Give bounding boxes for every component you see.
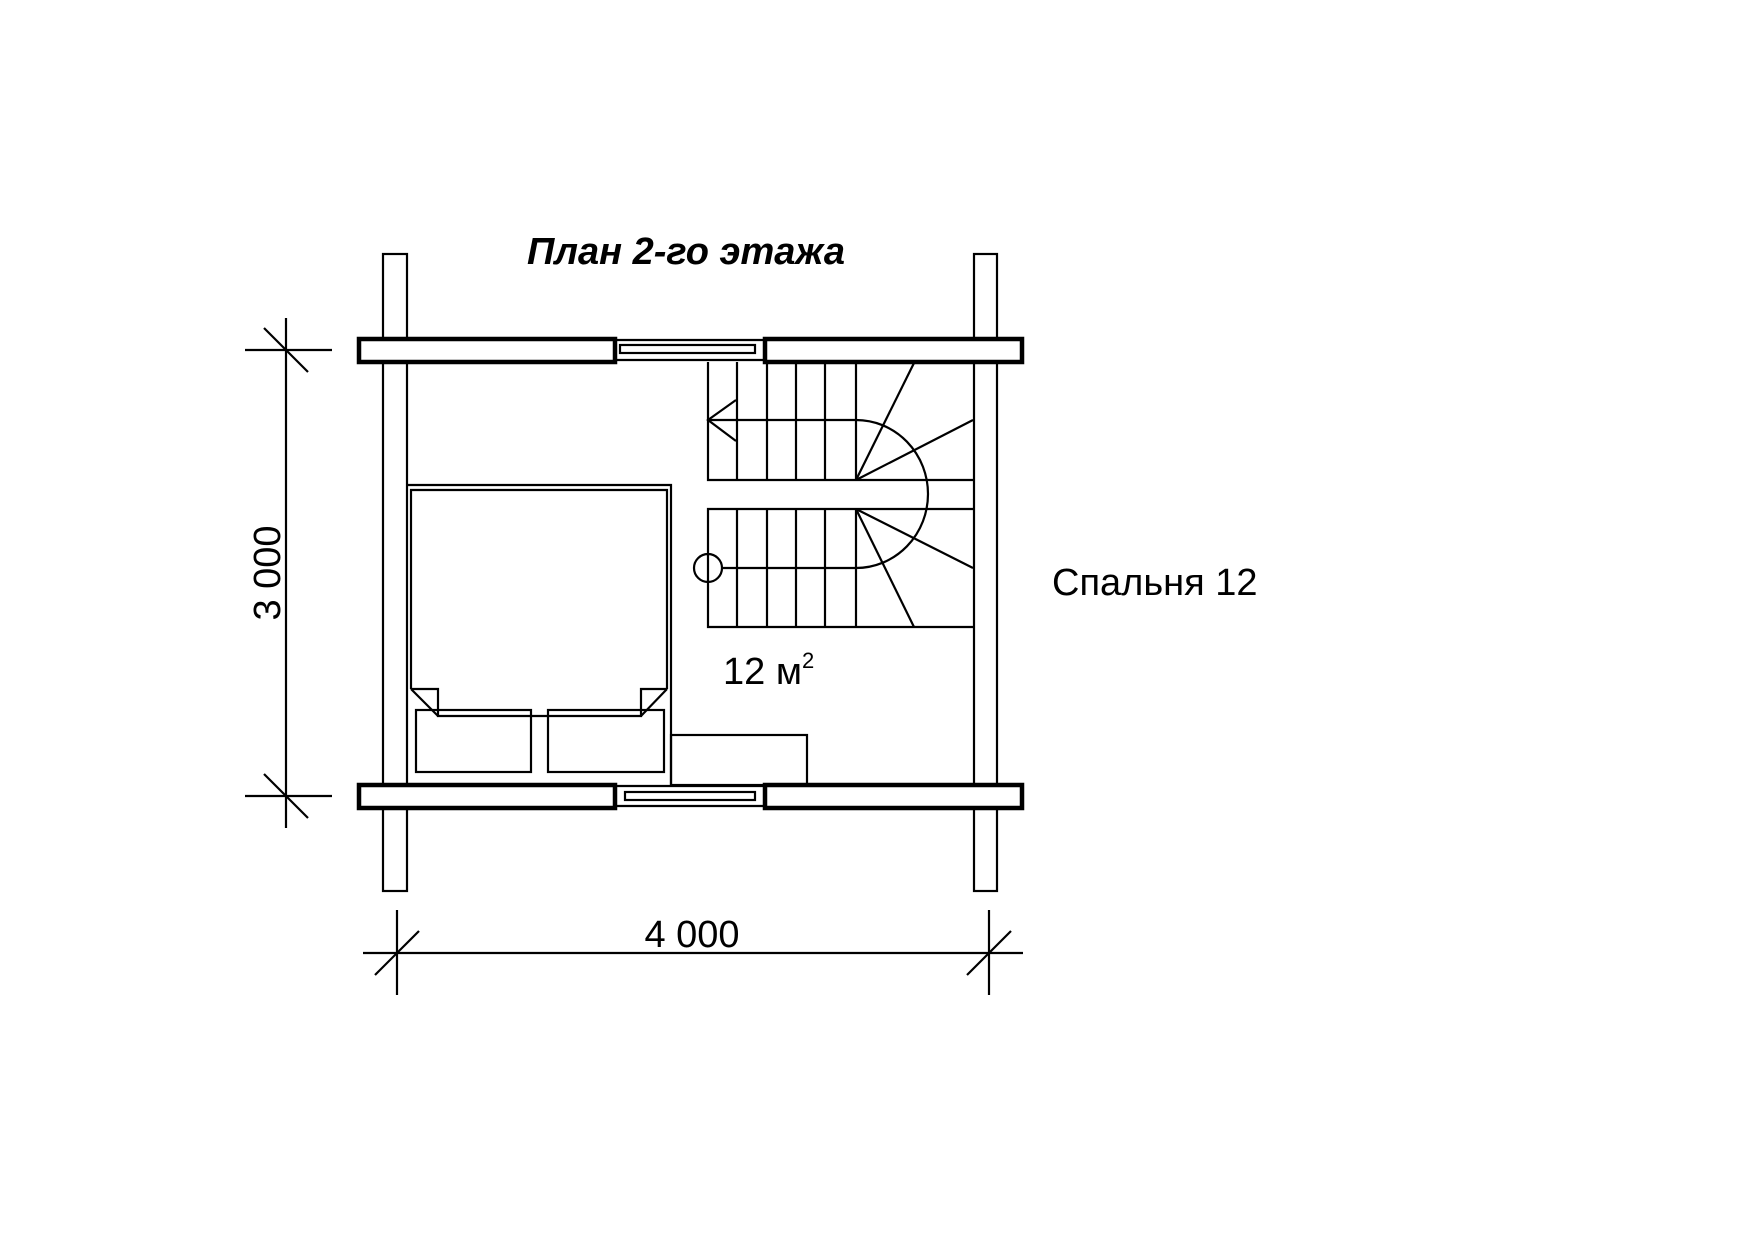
top-window [615,338,765,362]
pillow [546,708,666,774]
width-dimension: 4 000 [363,910,1023,995]
pillow [414,708,533,774]
arrow-icon [706,399,737,442]
right-post [972,252,999,893]
width-label: 4 000 [644,914,739,956]
bottom-window [615,784,765,808]
nightstand [669,733,809,787]
staircase [692,362,974,629]
height-label: 3 000 [247,525,289,620]
height-dimension: 3 000 [245,318,332,828]
stair-walkline-arc [855,418,930,570]
plan-title: План 2-го этажа [527,231,845,273]
bottom-wall [356,782,1025,811]
stair-start-circle [692,552,724,584]
bed [407,483,673,785]
room-name: Спальня 12 [1052,562,1258,604]
room-area: 12 м2 [723,648,814,693]
top-wall [356,336,1025,365]
